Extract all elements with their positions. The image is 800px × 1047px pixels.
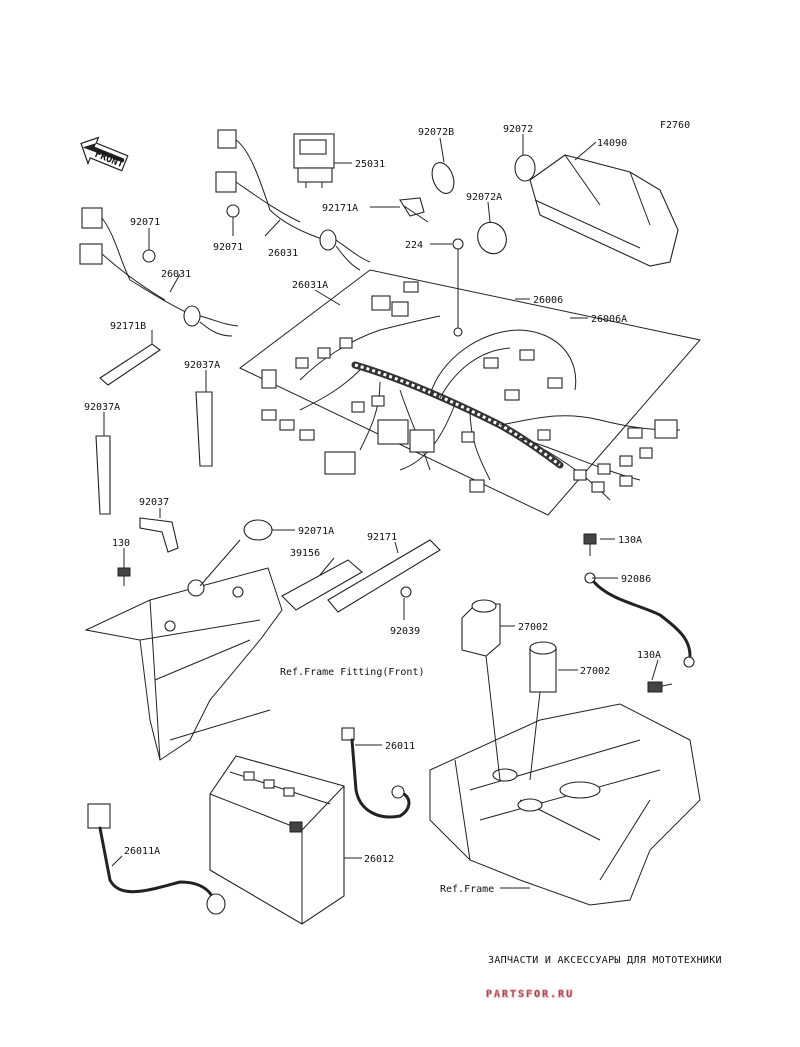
label-130A-a: 130A <box>618 535 642 546</box>
clip-92039 <box>400 586 412 598</box>
label-26006A: 26006A <box>591 314 627 325</box>
clamp-92171A <box>399 197 429 223</box>
ref-frame: Ref.Frame <box>440 884 494 895</box>
label-130A-b: 130A <box>637 650 661 661</box>
front-arrow-icon: FRONT <box>80 136 129 172</box>
watermark-tagline: ЗАПЧАСТИ И АКСЕССУАРЫ ДЛЯ МОТОТЕХНИКИ <box>488 955 722 966</box>
cap-92071A <box>243 519 273 541</box>
leader-lines <box>103 134 673 889</box>
cable-26011A <box>87 803 226 915</box>
label-92171: 92171 <box>367 532 397 543</box>
label-26011: 26011 <box>385 741 415 752</box>
label-92037A-a: 92037A <box>184 360 220 371</box>
label-92072B: 92072B <box>418 127 454 138</box>
label-92072: 92072 <box>503 124 533 135</box>
label-92171B: 92171B <box>110 321 146 332</box>
label-26031-b: 26031 <box>268 248 298 259</box>
band-92072 <box>514 154 536 182</box>
label-26031A: 26031A <box>292 280 328 291</box>
label-27002-a: 27002 <box>518 622 548 633</box>
strap-92037A-a <box>195 391 213 467</box>
label-92037: 92037 <box>139 497 169 508</box>
strap-92037A-b <box>95 435 111 515</box>
screw-224 <box>452 238 464 337</box>
label-224: 224 <box>405 240 423 251</box>
grommet-92071-b <box>226 204 240 218</box>
part-labels: 92072B 92072 14090 25031 92171A 92072A 9… <box>84 124 661 895</box>
label-92071-a: 92071 <box>130 217 160 228</box>
band-92072A <box>477 221 507 255</box>
sub-harness-left <box>79 207 239 337</box>
relay-27002-b <box>529 641 557 693</box>
label-92071A: 92071A <box>298 526 334 537</box>
ground-lead-92086 <box>583 533 695 693</box>
label-92171A: 92171A <box>322 203 358 214</box>
watermark: ЗАПЧАСТИ И АКСЕССУАРЫ ДЛЯ МОТОТЕХНИКИ PA… <box>486 955 722 1001</box>
hour-meter <box>293 133 335 188</box>
label-27002-b: 27002 <box>580 666 610 677</box>
cover-14090 <box>529 154 679 267</box>
frame-lower-right <box>429 703 701 906</box>
grommet-92071-a <box>142 249 156 263</box>
sub-harness-upper <box>215 129 371 271</box>
bolt-130 <box>117 567 131 586</box>
battery-26012 <box>209 755 345 925</box>
label-26031-a: 26031 <box>161 269 191 280</box>
cable-26011 <box>341 727 411 819</box>
relay-27002-a <box>461 599 501 657</box>
figure-id: F2760 <box>660 120 690 131</box>
label-92037A-b: 92037A <box>84 402 120 413</box>
bracket-92037 <box>139 517 179 553</box>
bracket-92171 <box>327 539 441 613</box>
label-26012: 26012 <box>364 854 394 865</box>
ref-frame-fitting-front: Ref.Frame Fitting(Front) <box>280 667 425 678</box>
pad-39156 <box>281 559 363 611</box>
label-92072A: 92072A <box>466 192 502 203</box>
watermark-brand: PARTSFOR.RU <box>486 989 574 1000</box>
label-26011A: 26011A <box>124 846 160 857</box>
frame-fitting-front <box>84 567 283 761</box>
harness-platform <box>239 269 701 516</box>
label-92086: 92086 <box>621 574 651 585</box>
bracket-92171B <box>99 343 161 386</box>
label-92039: 92039 <box>390 626 420 637</box>
label-130: 130 <box>112 538 130 549</box>
label-26006: 26006 <box>533 295 563 306</box>
label-39156: 39156 <box>290 548 320 559</box>
label-92071-b: 92071 <box>213 242 243 253</box>
label-25031: 25031 <box>355 159 385 170</box>
label-14090: 14090 <box>597 138 627 149</box>
band-92072B <box>431 162 455 194</box>
harness-connectors <box>261 281 678 493</box>
